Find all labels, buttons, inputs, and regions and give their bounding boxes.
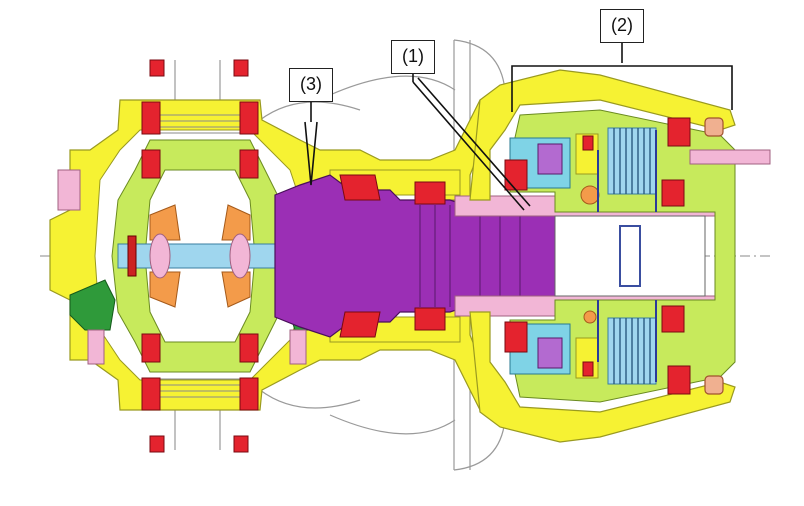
leader-lines — [304, 43, 733, 211]
differential-bearings — [141, 59, 259, 453]
bore-insert — [619, 225, 641, 287]
callout-label-2: (2) — [600, 9, 644, 43]
side-gears — [149, 233, 251, 279]
pinion-gears — [149, 204, 251, 308]
cam-ball — [580, 185, 600, 205]
coupling-bearings — [504, 117, 691, 395]
callout-label-3: (3) — [289, 68, 333, 102]
pin — [127, 235, 137, 277]
clutch-drum — [597, 130, 657, 382]
output-seals — [704, 117, 724, 395]
cross-shaft — [117, 243, 289, 269]
callout-label-1: (1) — [391, 40, 435, 74]
pinion-bearings — [339, 174, 446, 338]
cam-ball-lower — [583, 310, 597, 324]
output-stud — [689, 149, 771, 165]
bolts — [57, 169, 307, 365]
